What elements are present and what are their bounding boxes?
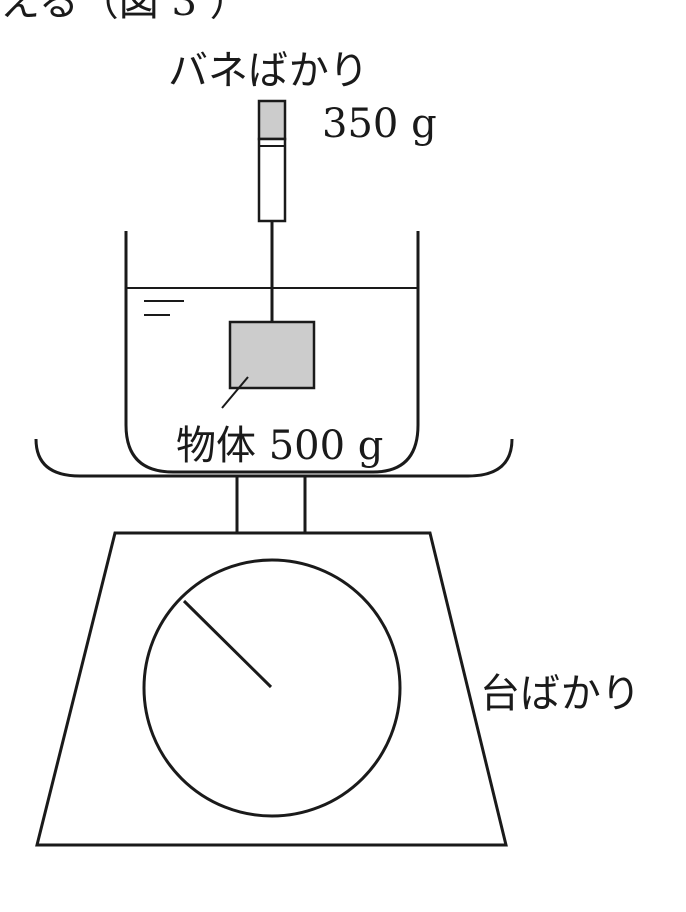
spring-scale — [257, 99, 287, 223]
scale-dial — [142, 558, 402, 818]
object-block — [228, 320, 316, 390]
spring-scale-top-gray — [257, 99, 287, 141]
dial-needle — [182, 599, 273, 689]
scale-tray — [34, 438, 514, 478]
spring-scale-label: バネばかり — [168, 48, 369, 94]
spring-scale-reading: 350 g — [322, 101, 437, 147]
platform-scale-label: 台ばかり — [480, 671, 641, 717]
object-leader-line — [221, 376, 249, 409]
header-text-fragment: える（図 3 ） — [0, 0, 250, 25]
beaker — [124, 231, 420, 474]
object-label: 物体 500 g — [176, 423, 383, 469]
spring-scale-body — [257, 137, 287, 223]
